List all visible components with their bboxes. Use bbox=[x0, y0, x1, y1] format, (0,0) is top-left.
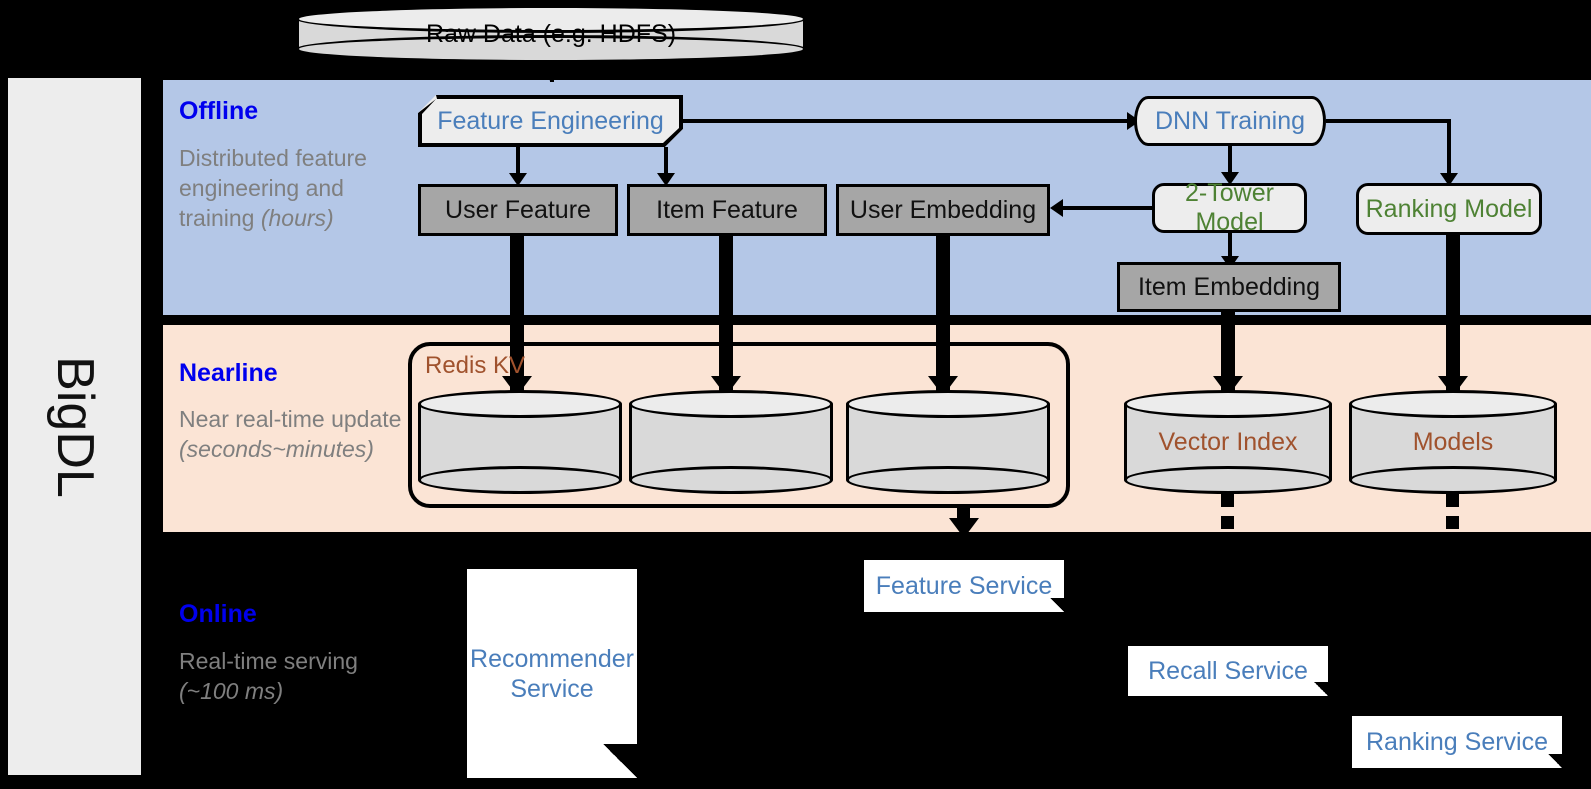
stub-models-1 bbox=[1446, 494, 1459, 507]
nearline-title: Nearline bbox=[179, 359, 278, 387]
cylinder-top bbox=[418, 390, 622, 418]
vector-index-label: Vector Index bbox=[1158, 427, 1298, 456]
cylinder-top bbox=[296, 5, 806, 33]
bigdl-sidebar: BigDL bbox=[8, 78, 141, 775]
redis-cylinder-2[interactable] bbox=[629, 390, 833, 494]
pipe-itemfeature-redis bbox=[719, 236, 733, 396]
connector-2tower-userembedding bbox=[1062, 206, 1154, 210]
cylinder-top bbox=[629, 390, 833, 418]
item-embedding-label: Item Embedding bbox=[1137, 272, 1321, 301]
models-cylinder[interactable]: Models bbox=[1349, 390, 1557, 494]
item-feature-box[interactable]: Item Feature bbox=[627, 184, 827, 236]
user-feature-label: User Feature bbox=[445, 195, 591, 224]
redis-cylinder-3[interactable] bbox=[846, 390, 1050, 494]
recall-service-doc[interactable]: Recall Service bbox=[1128, 646, 1328, 696]
nearline-desc: Near real-time update (seconds~minutes) bbox=[179, 406, 402, 462]
user-embedding-label: User Embedding bbox=[849, 195, 1037, 224]
recall-service-label: Recall Service bbox=[1148, 657, 1308, 685]
offline-desc: Distributed feature engineering and trai… bbox=[179, 145, 367, 231]
offline-title: Offline bbox=[179, 97, 259, 125]
dnn-training-box[interactable]: DNN Training bbox=[1134, 96, 1326, 146]
online-title: Online bbox=[179, 600, 257, 628]
recommender-service-label: Recommender Service bbox=[470, 644, 634, 703]
arrow-2tower-userembedding bbox=[1050, 199, 1063, 217]
item-embedding-box[interactable]: Item Embedding bbox=[1117, 262, 1341, 312]
arrow-redis-featureservice bbox=[949, 518, 979, 538]
online-desc: Real-time serving (~100 ms) bbox=[179, 648, 358, 704]
arrow-rawdata-fe bbox=[536, 62, 566, 82]
pipe-rankingmodel-models bbox=[1446, 235, 1460, 396]
bigdl-label: BigDL bbox=[45, 355, 104, 498]
models-label: Models bbox=[1412, 427, 1494, 456]
feature-service-doc[interactable]: Feature Service bbox=[864, 560, 1064, 612]
cylinder-bottom bbox=[1349, 466, 1557, 494]
stub-vectorindex-2 bbox=[1221, 516, 1234, 529]
two-tower-model-box[interactable]: 2-Tower Model bbox=[1152, 179, 1307, 236]
feature-engineering-box[interactable]: Feature Engineering bbox=[418, 95, 683, 147]
cylinder-top bbox=[1349, 390, 1557, 418]
pipe-itemembedding-vectorindex bbox=[1221, 312, 1235, 396]
stub-vectorindex-1 bbox=[1221, 494, 1234, 507]
cylinder-bottom bbox=[846, 466, 1050, 494]
feature-service-label: Feature Service bbox=[875, 572, 1053, 600]
user-feature-box[interactable]: User Feature bbox=[418, 184, 618, 236]
connector-2tower-itemembedding bbox=[1228, 233, 1232, 262]
stub-redis-featureservice bbox=[957, 508, 970, 521]
cylinder-bottom bbox=[1124, 466, 1332, 494]
cylinder-bottom bbox=[418, 466, 622, 494]
recommender-service-doc[interactable]: Recommender Service bbox=[467, 569, 637, 778]
ranking-service-label: Ranking Service bbox=[1365, 728, 1549, 756]
feature-engineering-label: Feature Engineering bbox=[437, 106, 664, 135]
connector-dnn-2tower bbox=[1228, 146, 1232, 178]
cylinder-top bbox=[1124, 390, 1332, 418]
ranking-model-label: Ranking Model bbox=[1365, 194, 1533, 223]
item-feature-label: Item Feature bbox=[656, 195, 798, 224]
connector-dnn-ranking-v bbox=[1447, 119, 1451, 179]
arrow-fe-userfeature bbox=[509, 173, 527, 186]
arrow-dnn-2tower bbox=[1221, 172, 1239, 185]
cylinder-top bbox=[846, 390, 1050, 418]
connector-fe-userfeature bbox=[516, 147, 520, 179]
arrow-dnn-ranking bbox=[1440, 173, 1458, 186]
ranking-service-doc[interactable]: Ranking Service bbox=[1352, 716, 1562, 768]
redis-cylinder-1[interactable] bbox=[418, 390, 622, 494]
vector-index-cylinder[interactable]: Vector Index bbox=[1124, 390, 1332, 494]
pipe-userfeature-redis bbox=[510, 236, 524, 396]
raw-data-label: Raw Data (e.g. HDFS) bbox=[425, 19, 677, 48]
redis-kv-container bbox=[408, 342, 1070, 508]
connector-fe-dnn bbox=[683, 119, 1131, 123]
two-tower-model-label: 2-Tower Model bbox=[1185, 179, 1274, 236]
pipe-userembedding-redis bbox=[936, 236, 950, 396]
user-embedding-box[interactable]: User Embedding bbox=[836, 184, 1050, 236]
connector-fe-itemfeature bbox=[664, 147, 668, 179]
ranking-model-box[interactable]: Ranking Model bbox=[1356, 183, 1542, 235]
stub-models-2 bbox=[1446, 516, 1459, 529]
arrow-fe-itemfeature bbox=[657, 173, 675, 186]
connector-dnn-ranking-h bbox=[1326, 119, 1451, 123]
raw-data-cylinder: Raw Data (e.g. HDFS) bbox=[296, 5, 806, 63]
cylinder-bottom bbox=[629, 466, 833, 494]
dnn-training-label: DNN Training bbox=[1154, 106, 1306, 135]
redis-kv-label: Redis KV bbox=[425, 352, 526, 379]
